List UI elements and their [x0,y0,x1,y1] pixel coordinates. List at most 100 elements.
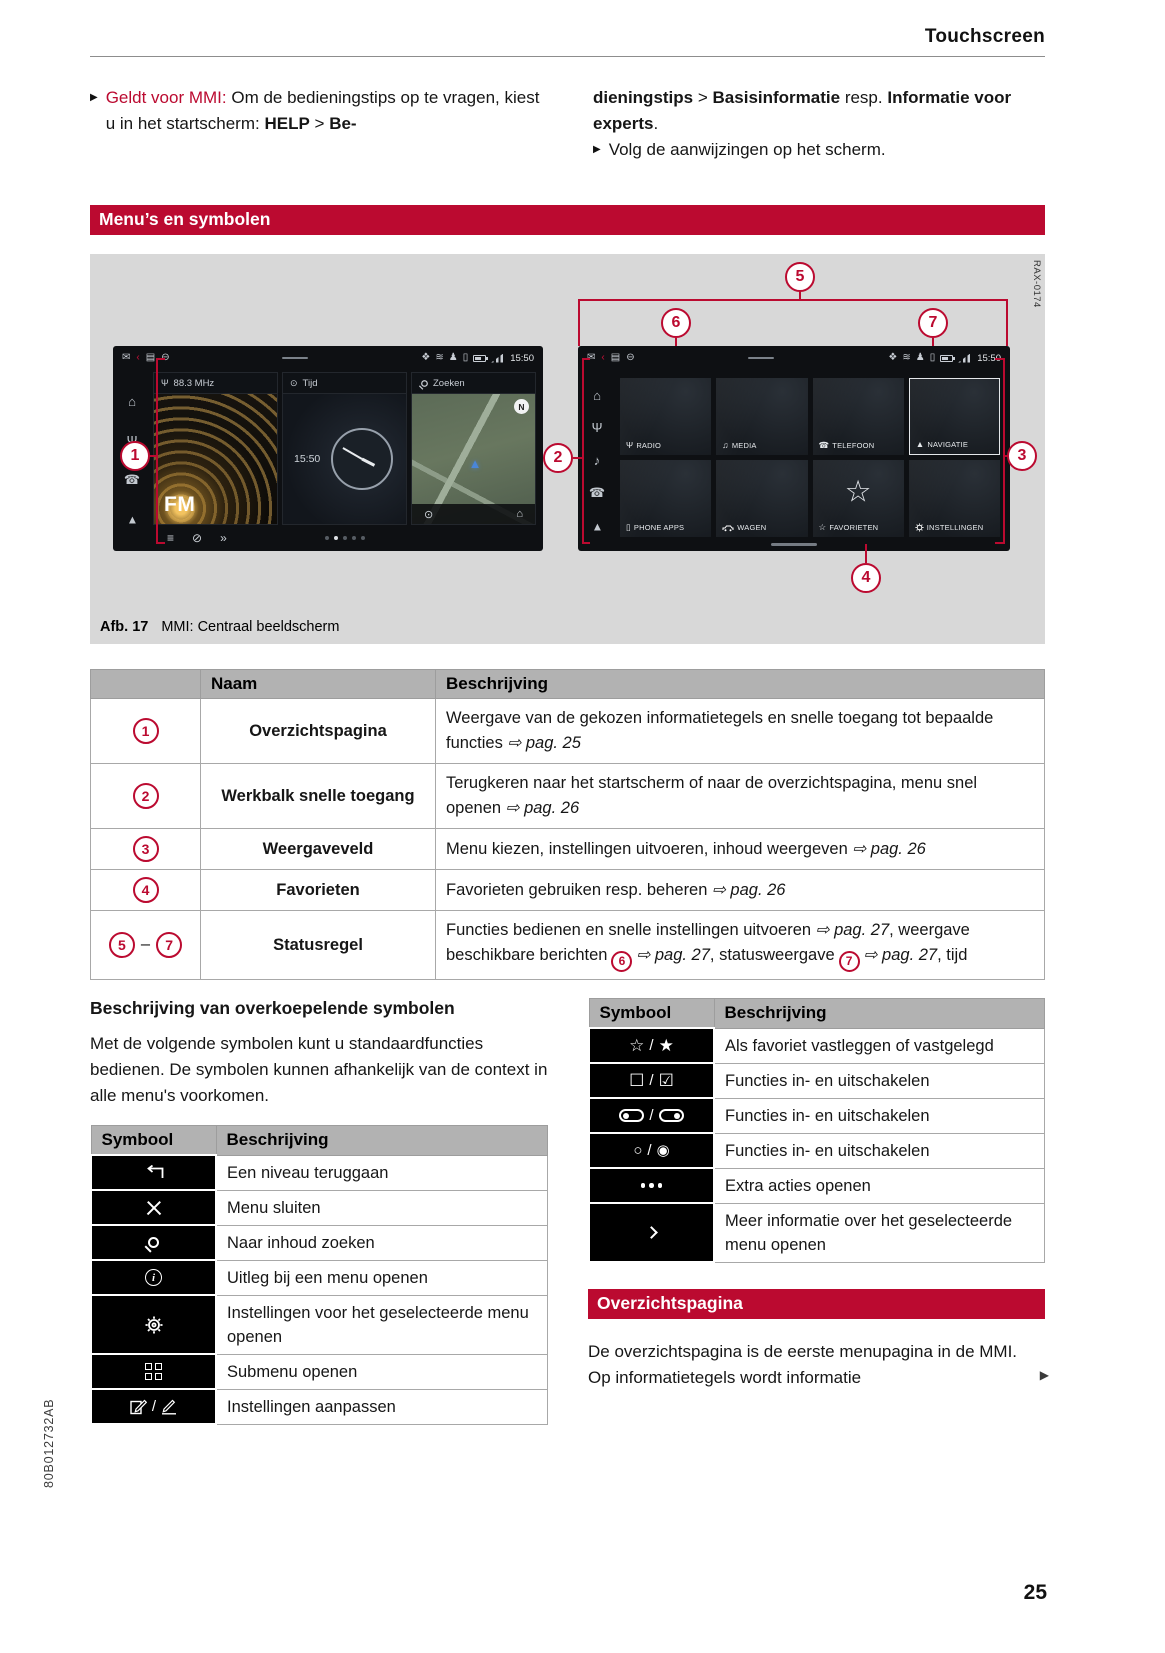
symbol-description: Extra acties openen [713,1167,1045,1204]
status-time: 15:50 [510,352,534,364]
clock-icon: ⊙ [290,377,298,388]
battery-icon [473,354,489,362]
clock-info-tile: ⊙Tijd 15:50 [282,372,407,525]
callout-number: 1 [132,718,159,744]
symbol-description: Submenu openen [215,1353,548,1390]
callout-line [156,358,158,544]
page-reference: ⇨ pag. 27 [636,946,710,964]
menu-tile-navigatie: ▲NAVIGATIE [908,378,1000,455]
callout-number: 4 [132,877,159,903]
symbol-description: Uitleg bij een menu openen [215,1259,548,1296]
menu-tile-instellingen: INSTELLINGEN [908,460,1000,537]
intro-left-column: ▶ Geldt voor MMI: Om de bedieningstips o… [90,85,542,163]
row-name: Statusregel [200,910,436,980]
table-row: Submenu openen [90,1353,548,1390]
checkbox-unchecked-icon: ☐ [629,1071,645,1090]
header-cell-beschrijving: Beschrijving [713,998,1045,1029]
digital-time: 15:50 [294,453,321,465]
row-description: Functies bedienen en snelle instellingen… [435,910,1045,980]
callout-line [156,542,165,544]
callout-line [582,542,590,544]
callout-line [149,455,156,457]
table-row: Een niveau teruggaan [90,1154,548,1191]
navigation-icon: ▲ [591,519,603,533]
continuation-arrow-icon: ▶ [1039,1368,1049,1382]
search-icon [421,379,428,387]
mute-icon: ⊘ [192,531,203,545]
callout-line [573,457,582,459]
radio-waves-icon: Ψ [161,378,169,388]
home-icon: ⌂ [516,508,523,520]
submenu-grid-icon [145,1363,162,1380]
table-row: 4 Favorieten Favorieten gebruiken resp. … [90,869,1045,911]
favorites-star-icon: ☆ [844,475,872,509]
page-header-title: Touchscreen [924,26,1045,47]
settings-gear-icon [915,523,924,532]
callout-line [582,358,590,360]
edit-pencil-icon [162,1399,177,1414]
page-indicator [324,536,365,540]
symbol-description: Functies in- en uitschakelen [713,1062,1045,1099]
favorite-outline-icon: ☆ [629,1036,645,1055]
header-cell-beschrijving: Beschrijving [435,669,1045,699]
home-bar [771,543,817,546]
symbol-description: Een niveau teruggaan [215,1154,548,1191]
row-description: Menu kiezen, instellingen uitvoeren, inh… [435,828,1045,870]
callout-line [865,544,867,563]
mmi-home-screen: ✉ ‹ ▤ ⊖ ❖ ≋ ♟ ▯ 15:50 [113,346,543,551]
callout-2: 2 [543,443,573,473]
wifi-icon: ≋ [902,352,911,363]
bluetooth-icon: ❖ [421,352,431,363]
intro-instruction: Volg de aanwijzingen op het scherm. [608,140,886,159]
phone-icon: ☎ [588,485,606,500]
callout-number: 2 [132,783,159,809]
separator: / [649,1107,654,1124]
table-row: Extra acties openen [588,1167,1045,1204]
callout-line [1006,299,1008,346]
music-icon: ♪ [593,452,601,468]
callout-7: 7 [918,308,948,338]
menu-tile-favorieten: ☆ ☆FAVORIETEN [812,460,904,537]
row-description: Weergave van de gekozen informatietegels… [435,698,1045,764]
row-name: Favorieten [200,869,436,911]
document-code: 80B012732AB [42,1398,56,1488]
callout-line [995,358,1003,360]
navigation-icon: ▲ [915,439,925,450]
table-row: 5–7 Statusregel Functies bedienen en sne… [90,910,1045,980]
radio-off-icon: ○ [633,1142,643,1159]
symbol-description: Instellingen voor het geselecteerde menu… [215,1294,548,1355]
menu-tile-wagen: WAGEN [716,460,808,537]
close-icon [146,1200,162,1216]
search-icon [148,1237,159,1248]
radio-icon: Ψ [626,440,634,451]
table-row: / Functies in- en uitschakelen [588,1097,1045,1134]
back-icon: ‹ [136,352,140,363]
table-row: ○/◉ Functies in- en uitschakelen [588,1132,1045,1169]
header-cell-empty [90,669,201,699]
table-header-row: Symbool Beschrijving [90,1125,548,1156]
intro-paragraph-continued: dieningstips > Basisinformatie resp. Inf… [593,88,1012,133]
table-row: 3 Weergaveveld Menu kiezen, instellingen… [90,828,1045,870]
callout-line [578,299,1008,301]
info-icon: i [145,1269,162,1286]
row-description: Favorieten gebruiken resp. beheren ⇨ pag… [435,869,1045,911]
callout-number: 3 [132,836,159,862]
gear-icon [145,1316,162,1333]
menu-tile-media: ♫MEDIA [716,378,808,455]
more-actions-icon [640,1183,663,1188]
symbol-description: Functies in- en uitschakelen [713,1097,1045,1134]
car-icon [722,525,734,531]
media-icon: ♫ [722,440,729,451]
callout-line [995,542,1003,544]
intro-paragraph: Geldt voor MMI: Om de bedieningstips op … [105,88,540,133]
radio-waves-icon: Ψ [591,420,603,435]
intro-right-column: dieningstips > Basisinformatie resp. Inf… [593,85,1045,163]
symbol-description: Functies in- en uitschakelen [713,1132,1045,1169]
page-number: 25 [1023,1581,1047,1604]
symbol-description: Meer informatie over het geselecteerde m… [713,1202,1045,1263]
toggle-on-icon [658,1109,684,1122]
